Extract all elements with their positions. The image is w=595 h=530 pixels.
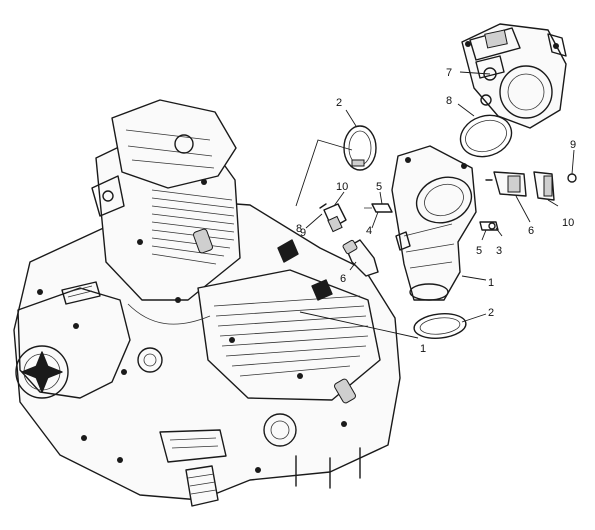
throttle-body bbox=[461, 23, 567, 129]
callout-labels: 7 8 2 9 10 5 8 4 6 10 9 5 3 6 1 2 1 bbox=[296, 67, 576, 355]
callout-8-upper: 8 bbox=[446, 95, 452, 107]
callout-1-right: 1 bbox=[488, 277, 494, 289]
callout-5-lower: 5 bbox=[476, 245, 482, 257]
callout-9-right: 9 bbox=[570, 139, 576, 151]
callout-4: 4 bbox=[366, 225, 372, 237]
intake-manifold bbox=[391, 145, 477, 301]
engine-bolts bbox=[37, 179, 347, 473]
callout-7: 7 bbox=[446, 67, 452, 79]
clamp-ring-upper bbox=[459, 114, 513, 158]
callout-10-left: 10 bbox=[336, 181, 348, 193]
engine-assembly bbox=[13, 99, 401, 507]
callout-6-left: 6 bbox=[340, 273, 346, 285]
callout-8-left: 8 bbox=[296, 223, 302, 235]
callout-5-upper: 5 bbox=[376, 181, 382, 193]
callout-3: 3 bbox=[496, 245, 502, 257]
cylinder-fins-horizontal bbox=[213, 295, 369, 377]
hose-clamp-upper bbox=[343, 125, 377, 171]
callout-2-upper: 2 bbox=[336, 97, 342, 109]
callout-2-lower: 2 bbox=[488, 307, 494, 319]
hose-clamp-lower bbox=[413, 313, 467, 339]
callout-1-lower: 1 bbox=[420, 343, 426, 355]
fitting-4-5 bbox=[364, 203, 393, 213]
callout-10-right: 10 bbox=[562, 217, 574, 229]
sensor-right-assembly bbox=[485, 171, 577, 201]
sensor-6-left bbox=[342, 239, 379, 277]
leader-lines bbox=[295, 71, 575, 339]
sensor-left-assembly bbox=[319, 203, 347, 233]
fitting-3-5 bbox=[479, 221, 499, 231]
callout-6-right: 6 bbox=[528, 225, 534, 237]
callout-9-left: 9 bbox=[300, 227, 306, 239]
